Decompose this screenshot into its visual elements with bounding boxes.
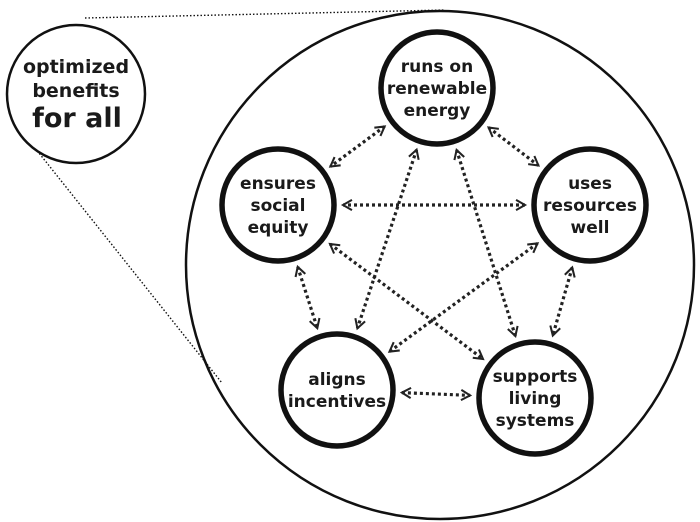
node-circle-resources <box>531 146 649 264</box>
arrow-renewable-resources <box>486 126 541 167</box>
callout-connector-bottom <box>34 147 223 384</box>
node-label-renewable-line-2: renewable <box>387 79 487 99</box>
callout-circle <box>5 23 147 165</box>
node-label-living-line-3: systems <box>496 411 575 431</box>
connection-arrows <box>294 125 576 402</box>
callout-line-3: for all <box>32 103 122 134</box>
node-label-resources-line-1: uses <box>568 174 612 194</box>
node-label-equity-line-1: ensures <box>240 174 316 194</box>
node-label-living-line-1: supports <box>493 367 578 387</box>
arrow-renewable-living <box>453 148 519 338</box>
node-label-resources-line-3: well <box>571 218 610 238</box>
arrow-renewable-equity <box>328 125 387 168</box>
arrow-resources-living <box>549 265 576 338</box>
node-label-resources-line-2: resources <box>543 196 637 216</box>
arrow-incentives-living <box>399 386 473 402</box>
node-circle-living <box>476 339 594 457</box>
system-boundary-circle <box>184 9 696 521</box>
node-label-incentives-line-1: aligns <box>308 370 366 390</box>
arrow-equity-living <box>328 242 485 361</box>
node-circle-renewable <box>378 29 496 147</box>
node-label-equity-line-3: equity <box>248 218 309 238</box>
node-label-incentives-line-2: incentives <box>288 392 386 412</box>
callout-line-1: optimized <box>23 56 129 78</box>
node-label-renewable-line-1: runs on <box>401 57 473 77</box>
callout-line-2: benefits <box>32 80 119 102</box>
node-label-renewable-line-3: energy <box>404 101 471 121</box>
node-circle-equity <box>219 146 337 264</box>
node-circle-incentives <box>278 331 396 449</box>
node-label-living-line-2: living <box>509 389 562 409</box>
callout-connector-top <box>84 9 446 19</box>
arrow-equity-incentives <box>294 264 321 331</box>
node-label-equity-line-2: social <box>250 196 305 216</box>
